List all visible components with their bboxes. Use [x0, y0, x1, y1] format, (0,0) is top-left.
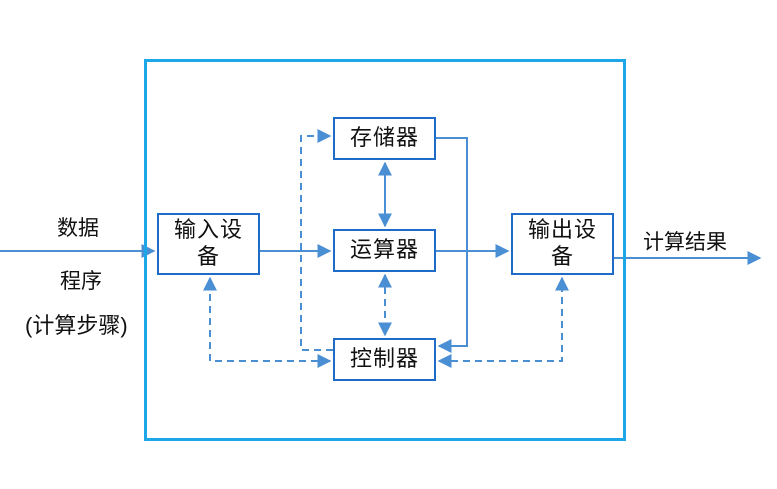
controller-box: 控制器	[333, 338, 436, 381]
controller-input-dashed-arrow	[203, 276, 332, 368]
output-device-label: 输出设备	[527, 218, 597, 270]
alu-label: 运算器	[349, 238, 419, 263]
memory-box: 存储器	[333, 117, 436, 160]
data-input-label: 数据	[57, 216, 99, 240]
output-device-box: 输出设备	[511, 213, 614, 275]
input-device-box: 输入设备	[157, 213, 260, 275]
alu-box: 运算器	[333, 229, 436, 272]
result-output-label: 计算结果	[643, 230, 727, 254]
memory-label: 存储器	[349, 126, 419, 151]
program-input-label: 程序	[60, 269, 102, 293]
controller-output-dashed-arrow	[437, 276, 569, 368]
input-device-label: 输入设备	[173, 218, 243, 270]
controller-label: 控制器	[349, 347, 419, 372]
computer-frame	[144, 59, 626, 441]
steps-input-label: (计算步骤)	[25, 313, 128, 338]
